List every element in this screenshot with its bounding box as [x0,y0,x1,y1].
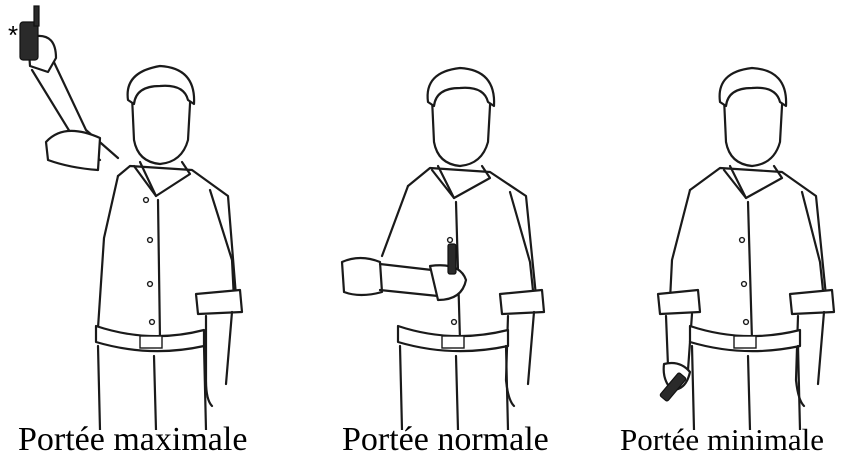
figure-min-range [620,0,854,430]
caption-normal-range: Portée normale [342,420,549,460]
figure-max-range: * [0,0,300,430]
radio-handset-icon [20,22,38,60]
man-radio-hip-illustration [620,0,854,430]
man-arm-raised-illustration: * [0,0,300,430]
signal-asterisk-icon: * [8,20,18,50]
figure-normal-range [320,0,580,430]
man-radio-chest-illustration [320,0,580,430]
caption-min-range: Portée minimale [620,420,824,460]
radio-handset-icon [448,244,456,274]
caption-max-range: Portée maximale [18,420,247,460]
